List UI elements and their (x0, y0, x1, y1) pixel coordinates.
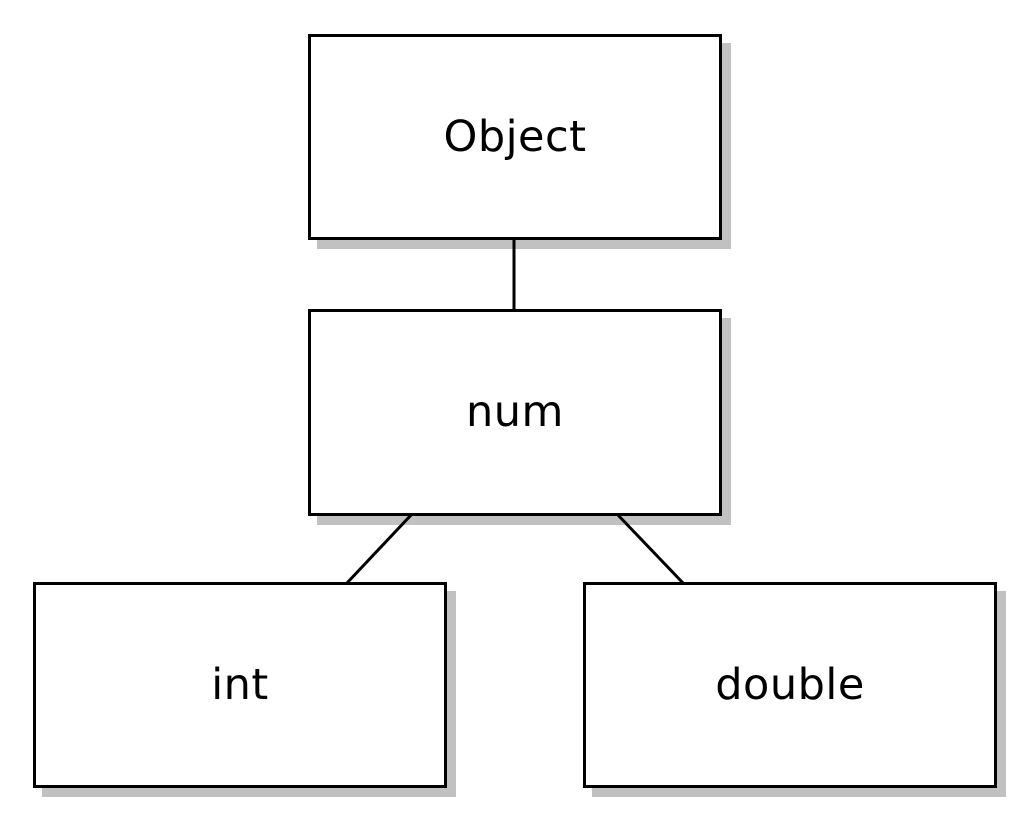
node-int: int (33, 582, 447, 788)
node-object: Object (308, 34, 722, 240)
node-double: double (583, 582, 997, 788)
node-num-label: num (466, 387, 564, 437)
edge-num-double (615, 512, 685, 585)
node-num: num (308, 309, 722, 516)
node-object-label: Object (443, 111, 587, 162)
node-double-label: double (715, 659, 865, 710)
node-int-label: int (211, 659, 269, 710)
edge-num-int (345, 512, 414, 585)
